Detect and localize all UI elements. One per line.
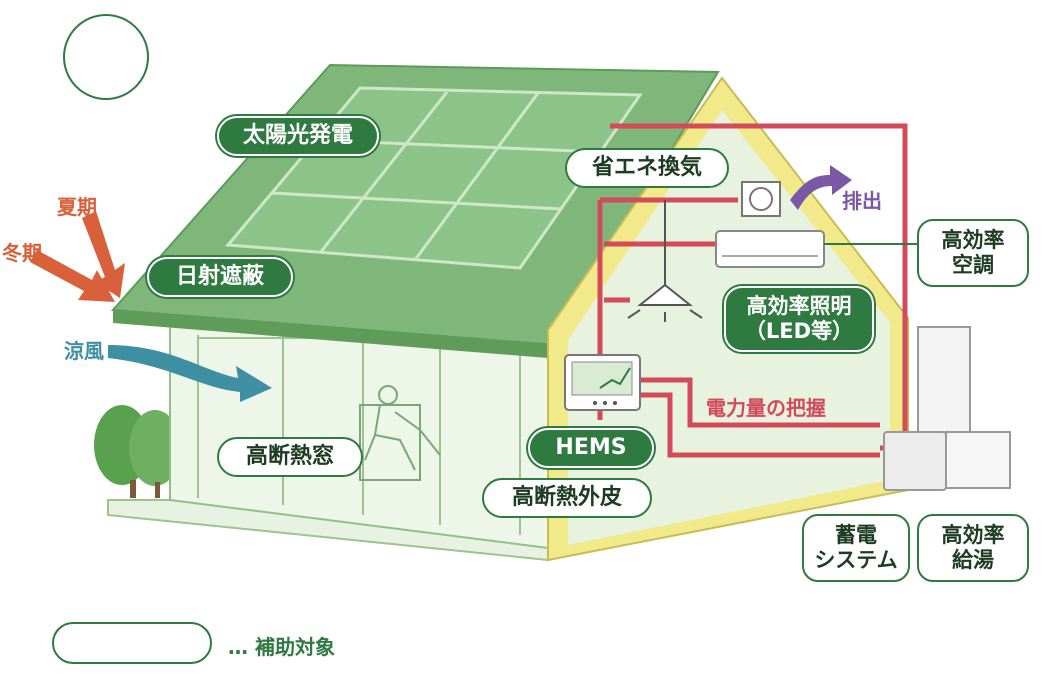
legend-swatch: [52, 622, 212, 664]
summer-arrow: [82, 211, 125, 298]
sun-shading-label: 日射遮蔽: [147, 257, 293, 297]
legend-text: … 補助対象: [228, 635, 335, 659]
cool-breeze-label: 涼風: [64, 339, 104, 363]
exhaust-arrow: [790, 165, 852, 210]
storage-label: 蓄電 システム: [802, 514, 910, 582]
power-monitoring-label: 電力量の把握: [706, 396, 826, 420]
solar-label: 太陽光発電: [217, 116, 379, 156]
hvac-label: 高効率 空調: [917, 219, 1029, 287]
lighting-label: 高効率照明 （LED等）: [724, 286, 874, 352]
ventilation-label: 省エネ換気: [565, 148, 729, 188]
shrub-icon: [94, 405, 181, 498]
legend: … 補助対象: [52, 622, 382, 666]
insulated-envelope-label: 高断熱外皮: [482, 478, 652, 518]
hems-label: HEMS: [528, 428, 654, 468]
winter-label: 冬期: [2, 241, 42, 265]
water-heater-label: 高効率 給湯: [917, 514, 1029, 582]
summer-label: 夏期: [57, 195, 97, 219]
lamp-icon: [627, 283, 703, 322]
person-icon: [359, 385, 441, 481]
fan-icon: [741, 181, 781, 217]
sun-circle: [63, 14, 149, 100]
exhaust-label: 排出: [842, 189, 882, 213]
air-conditioner-icon: [715, 230, 825, 268]
cool-breeze-arrow: [108, 345, 272, 402]
winter-arrow: [30, 250, 115, 302]
insulated-window-label: 高断熱窓: [217, 437, 363, 477]
outdoor-units: [883, 326, 1011, 491]
hems-monitor-icon: [564, 354, 641, 411]
